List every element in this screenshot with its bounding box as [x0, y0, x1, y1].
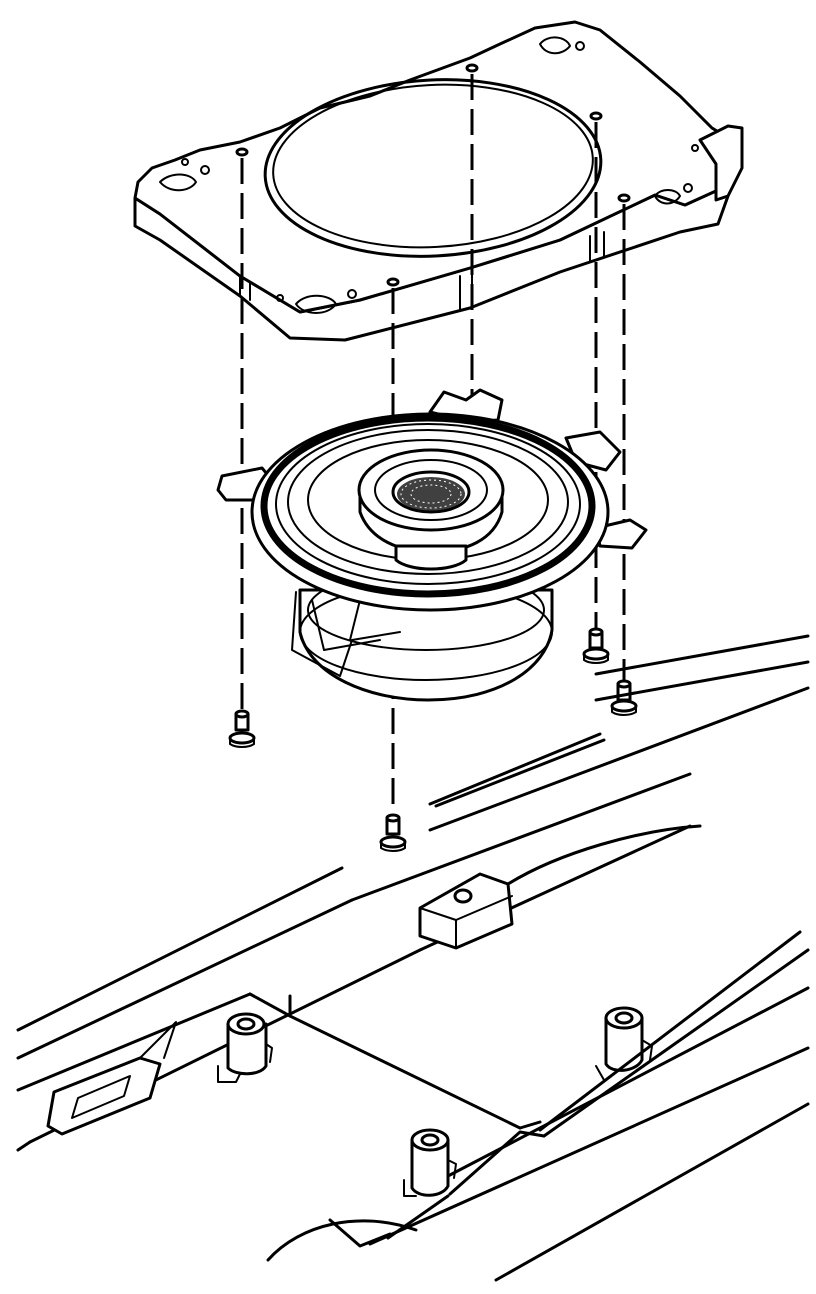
speaker-mounting-bracket: [133, 20, 744, 342]
screw-1: [228, 709, 256, 748]
screw-2: [379, 813, 407, 852]
door-trim-panel: [16, 634, 810, 1282]
screw-4: [610, 679, 638, 716]
mounting-post-left: [217, 1012, 273, 1083]
screw-3: [582, 627, 610, 664]
tweeter-grille-icon: [397, 477, 465, 511]
mounting-post-bottom: [403, 1128, 457, 1197]
mounting-post-right: [595, 1006, 653, 1081]
coaxial-speaker: [216, 388, 648, 702]
